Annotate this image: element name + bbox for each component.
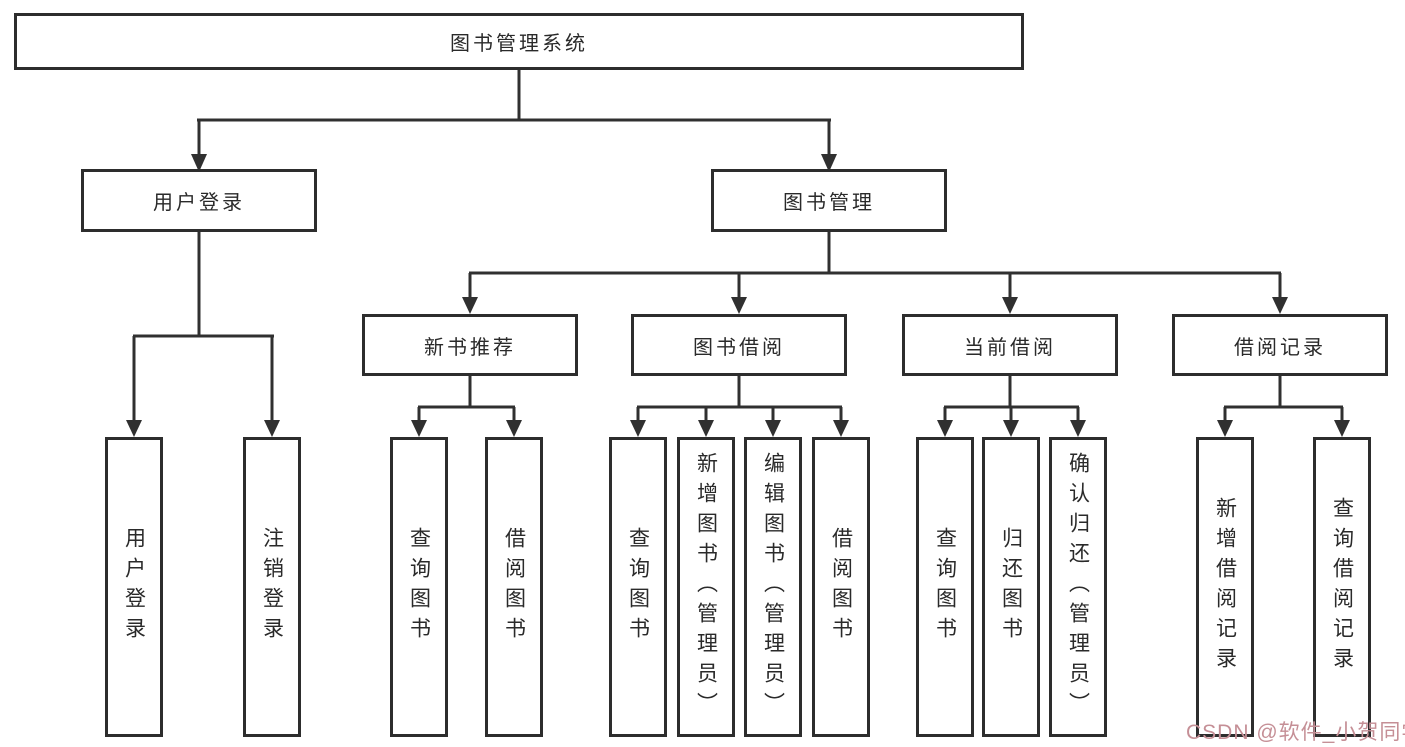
- connector-user-login-branch: [132, 232, 274, 421]
- leaf-add-book-admin: 新增图书（管理员）: [677, 437, 735, 737]
- node-root-label: 图书管理系统: [450, 33, 588, 55]
- connector-root-to-level2: [197, 70, 831, 155]
- node-current-borrow: 当前借阅: [902, 314, 1118, 376]
- leaf-edit-book-admin-label: 编辑图书（管理员）: [761, 452, 785, 722]
- connector-current-branch: [943, 376, 1080, 421]
- leaf-borrow-books-recommend-label: 借阅图书: [502, 527, 526, 647]
- leaf-user-login-label: 用户登录: [122, 527, 146, 647]
- node-new-book-recommend: 新书推荐: [362, 314, 578, 376]
- node-borrow-records: 借阅记录: [1172, 314, 1388, 376]
- leaf-add-borrow-record: 新增借阅记录: [1196, 437, 1254, 737]
- connector-borrow-branch: [636, 376, 843, 421]
- arrowheads-level2: [191, 154, 837, 172]
- node-borrow-records-label: 借阅记录: [1234, 336, 1326, 359]
- node-user-login: 用户登录: [81, 169, 317, 232]
- leaf-query-books-recommend: 查询图书: [390, 437, 448, 737]
- leaf-borrow-books-recommend: 借阅图书: [485, 437, 543, 737]
- leaf-query-borrow-record-label: 查询借阅记录: [1330, 497, 1354, 677]
- arrowheads-current-branch: [937, 420, 1086, 437]
- csdn-watermark: CSDN @软件_小贺同学: [1186, 721, 1405, 744]
- connector-recommend-branch: [417, 376, 516, 421]
- node-user-login-label: 用户登录: [153, 192, 245, 214]
- node-book-borrow: 图书借阅: [631, 314, 847, 376]
- leaf-query-books-current: 查询图书: [916, 437, 974, 737]
- arrowheads-book-mgmt-branch: [462, 297, 1288, 314]
- arrowheads-user-login-branch: [126, 420, 280, 437]
- leaf-query-books-borrow-label: 查询图书: [626, 527, 650, 647]
- leaf-query-books-current-label: 查询图书: [933, 527, 957, 647]
- leaf-borrow-books-label: 借阅图书: [829, 527, 853, 647]
- leaf-query-books-borrow: 查询图书: [609, 437, 667, 737]
- node-book-mgmt: 图书管理: [711, 169, 947, 232]
- leaf-logout-label: 注销登录: [260, 527, 284, 647]
- leaf-confirm-return-admin-label: 确认归还（管理员）: [1066, 452, 1090, 722]
- leaf-return-book: 归还图书: [982, 437, 1040, 737]
- leaf-query-borrow-record: 查询借阅记录: [1313, 437, 1371, 737]
- leaf-user-login: 用户登录: [105, 437, 163, 737]
- leaf-return-book-label: 归还图书: [999, 527, 1023, 647]
- arrowheads-borrow-branch: [630, 420, 849, 437]
- node-book-mgmt-label: 图书管理: [783, 192, 875, 214]
- connector-records-branch: [1223, 376, 1344, 421]
- leaf-confirm-return-admin: 确认归还（管理员）: [1049, 437, 1107, 737]
- node-current-borrow-label: 当前借阅: [964, 336, 1056, 359]
- leaf-edit-book-admin: 编辑图书（管理员）: [744, 437, 802, 737]
- leaf-add-borrow-record-label: 新增借阅记录: [1213, 497, 1237, 677]
- node-root: 图书管理系统: [14, 13, 1024, 70]
- arrowheads-records-branch: [1217, 420, 1350, 437]
- node-book-borrow-label: 图书借阅: [693, 336, 785, 359]
- arrowheads-recommend-branch: [411, 420, 522, 437]
- leaf-add-book-admin-label: 新增图书（管理员）: [694, 452, 718, 722]
- leaf-logout: 注销登录: [243, 437, 301, 737]
- leaf-borrow-books: 借阅图书: [812, 437, 870, 737]
- leaf-query-books-recommend-label: 查询图书: [407, 527, 431, 647]
- connector-book-mgmt-branch: [468, 232, 1282, 298]
- node-new-book-recommend-label: 新书推荐: [424, 336, 516, 359]
